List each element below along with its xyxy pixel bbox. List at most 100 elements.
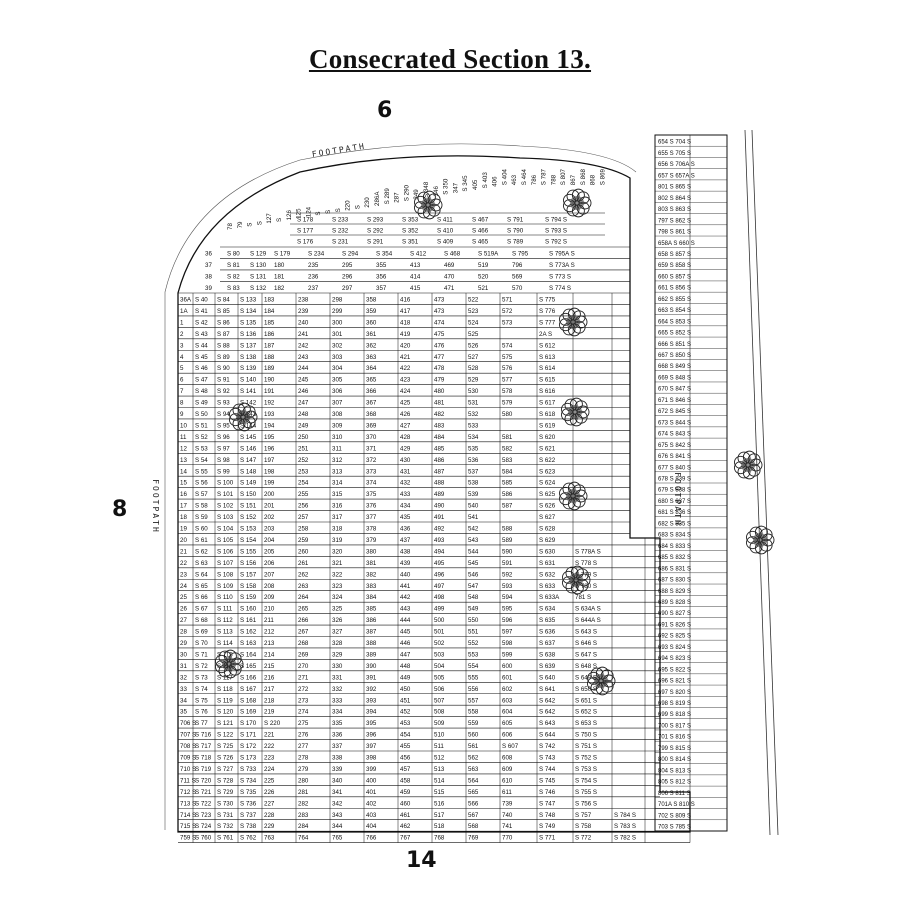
plot-number: S 167 — [240, 686, 257, 693]
plot-number: S 736 — [240, 800, 257, 807]
east-plot-number: 656 S 706A S — [658, 162, 695, 168]
plot-number: S 628 — [539, 526, 556, 533]
plot-number: 265 — [298, 606, 309, 613]
plot-number: S 647 S — [575, 651, 597, 658]
plot-number: S 55 — [195, 468, 208, 475]
east-plot-number: 802 S 864 S — [658, 196, 691, 202]
plot-number: S 774 S — [549, 285, 571, 292]
plot-number: 425 — [400, 400, 411, 407]
plot-number: 480 — [434, 388, 445, 395]
plot-number: S 171 — [240, 732, 257, 739]
plot-number: S 615 — [539, 377, 556, 384]
plot-number: S 114 — [217, 640, 233, 647]
plot-number: 508 — [434, 709, 445, 716]
vertical-plot-number: S — [276, 218, 283, 222]
plot-number: 213 — [264, 640, 275, 647]
east-plot-number: 675 S 842 S — [658, 443, 691, 449]
plot-number: 373 — [366, 468, 377, 475]
plot-number: S 649 S — [575, 674, 597, 681]
plot-number: 501 — [434, 629, 445, 636]
plot-number: 713 S — [180, 800, 196, 807]
plot-number: 452 — [400, 709, 411, 716]
plot-number: 1 — [180, 319, 184, 326]
footpath-edge — [164, 143, 637, 830]
tree-symbol — [215, 649, 244, 679]
plot-number: 203 — [264, 526, 275, 533]
plot-number: S 643 S — [575, 629, 597, 636]
plot-number: S 83 — [227, 285, 240, 292]
plot-number: S 117 — [217, 674, 233, 681]
plot-number: 17 — [180, 503, 187, 510]
vertical-plot-number: S 289 — [384, 188, 391, 205]
plot-number: S 726 — [217, 755, 234, 762]
plot-number: 485 — [434, 445, 445, 452]
plot-number: S 62 — [195, 548, 208, 555]
adjacent-section-south: 14 — [406, 848, 437, 873]
plot-number: S 131 — [250, 273, 267, 280]
plot-number: 336 — [332, 732, 343, 739]
plot-number: S 52 — [195, 434, 208, 441]
plot-number: 608 — [502, 755, 513, 762]
plot-number: S 746 — [539, 789, 556, 796]
plot-number: 334 — [332, 709, 343, 716]
east-plot-number: 661 S 856 S — [658, 286, 691, 292]
plot-number: 235 — [308, 262, 319, 269]
east-plot-number: 692 S 825 S — [658, 634, 691, 640]
plot-number: 600 — [502, 663, 513, 670]
plot-number: S 69 — [195, 629, 208, 636]
plot-number: 11 — [180, 434, 187, 441]
plot-number: 544 — [468, 548, 479, 555]
plot-number: 448 — [400, 663, 411, 670]
plot-number: 420 — [400, 342, 411, 349]
plot-number: S 176 — [297, 239, 314, 246]
plot-number: S 150 — [240, 491, 257, 498]
east-plot-number: 801 S 865 S — [658, 185, 691, 191]
plot-number: S 638 — [539, 651, 556, 658]
plot-number: 585 — [502, 480, 513, 487]
plot-number: S 46 — [195, 365, 208, 372]
plot-number: S 220 — [264, 720, 281, 727]
plot-number: 709 S — [180, 755, 196, 762]
plot-number: 610 — [502, 777, 513, 784]
plot-number: S 725 — [217, 743, 234, 750]
plot-number: 27 — [180, 617, 187, 624]
east-plot-number: 689 S 828 S — [658, 600, 691, 606]
plot-number: 359 — [366, 308, 377, 315]
plot-number: S 410 — [437, 228, 454, 235]
plot-number: 497 — [434, 583, 445, 590]
plot-number: 299 — [332, 308, 343, 315]
plot-number: S 165 — [240, 663, 257, 670]
east-plot-number: 696 S 821 S — [658, 679, 691, 685]
plot-number: 404 — [366, 823, 377, 830]
plot-number: S 783 S — [614, 823, 636, 830]
plot-number: S 734 — [240, 777, 257, 784]
plot-number: 239 — [298, 308, 309, 315]
plot-number: 542 — [468, 526, 479, 533]
plot-number: S 94 — [217, 411, 230, 418]
plot-number: 520 — [478, 273, 489, 280]
plot-number: 576 — [502, 365, 513, 372]
plot-number: 377 — [366, 514, 377, 521]
plot-number: 337 — [332, 743, 343, 750]
plot-number: 301 — [332, 331, 343, 338]
plot-number: 312 — [332, 457, 343, 464]
plot-number: S 411 — [437, 217, 453, 224]
plot-number: S 93 — [217, 400, 230, 407]
plot-number: 251 — [298, 445, 309, 452]
plot-number: 270 — [298, 663, 309, 670]
plot-number: S 519A — [478, 251, 499, 258]
plot-number: 182 — [274, 285, 285, 292]
plot-number: 573 — [502, 319, 513, 326]
plot-number: S 716 — [195, 732, 212, 739]
plot-number: 504 — [434, 663, 445, 670]
plot-number: 192 — [264, 400, 275, 407]
plot-number: 598 — [502, 640, 513, 647]
plot-number: S 118 — [217, 686, 233, 693]
plot-number: 386 — [366, 617, 377, 624]
plot-number: 246 — [298, 388, 309, 395]
plot-number: S 172 — [240, 743, 257, 750]
plot-number: 187 — [264, 342, 275, 349]
plot-number: 581 — [502, 434, 513, 441]
plot-number: S 157 — [240, 571, 257, 578]
plot-number: 590 — [502, 548, 513, 555]
